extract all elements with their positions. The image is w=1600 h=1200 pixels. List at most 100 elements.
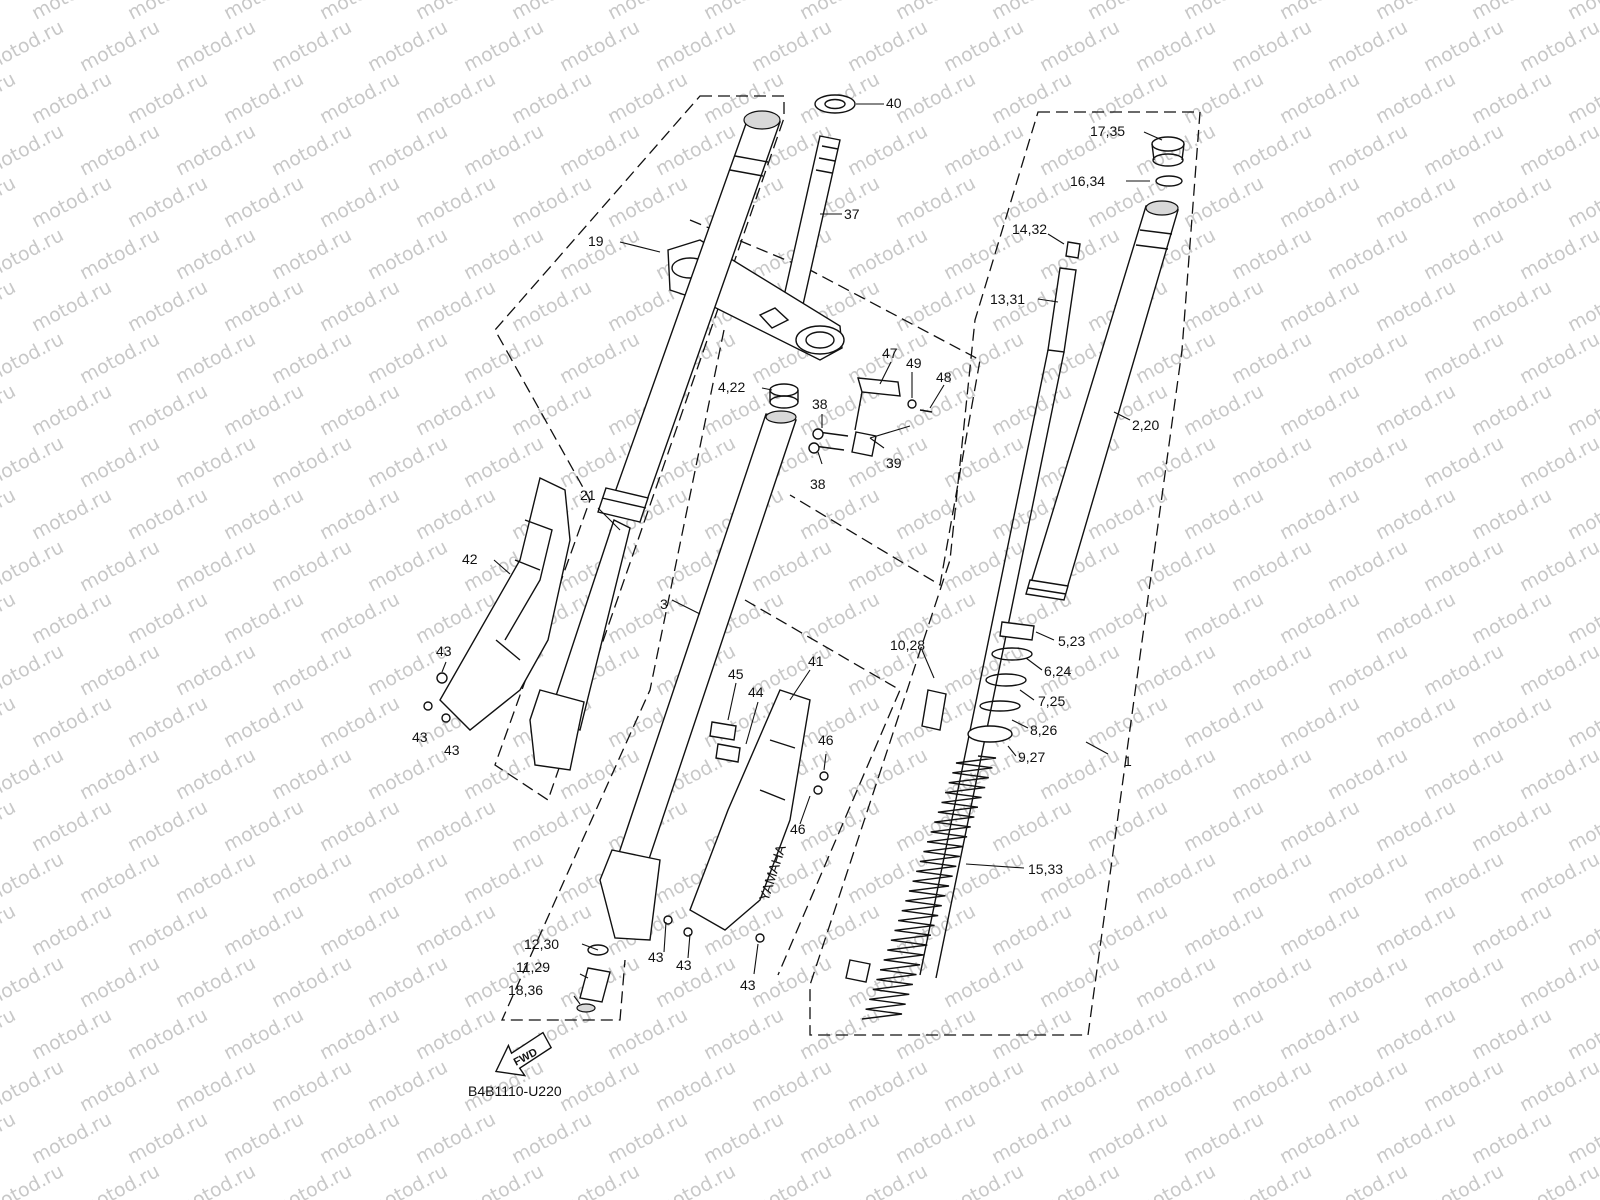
- watermark-text: motod.ru: [604, 1108, 691, 1168]
- watermark-text: motod.ru: [700, 0, 787, 24]
- watermark-text: motod.ru: [1468, 380, 1555, 440]
- callout-1: 1: [1124, 753, 1132, 769]
- watermark-text: motod.ru: [268, 328, 355, 388]
- callout-46-bottom: 46: [790, 821, 806, 837]
- watermark-text: motod.ru: [1564, 172, 1600, 232]
- watermark-text: motod.ru: [1036, 1160, 1123, 1200]
- watermark-text: motod.ru: [1564, 900, 1600, 960]
- watermark-text: motod.ru: [1228, 224, 1315, 284]
- watermark-text: motod.ru: [1516, 16, 1600, 76]
- callout-38-bottom: 38: [810, 476, 826, 492]
- watermark-text: motod.ru: [1132, 328, 1219, 388]
- watermark-text: motod.ru: [28, 380, 115, 440]
- bracket-hardware: [808, 377, 933, 457]
- callout-3: 3: [660, 596, 668, 612]
- watermark-text: motod.ru: [1516, 848, 1600, 908]
- watermark-text: motod.ru: [1468, 276, 1555, 336]
- callout-13-31: 13,31: [990, 291, 1025, 307]
- watermark-text: motod.ru: [1180, 588, 1267, 648]
- callout-43-bottom-2: 43: [676, 957, 692, 973]
- watermark-text: motod.ru: [0, 692, 19, 752]
- watermark-text: motod.ru: [0, 172, 19, 232]
- watermark-text: motod.ru: [316, 68, 403, 128]
- watermark-text: motod.ru: [0, 900, 19, 960]
- watermark-text: motod.ru: [124, 68, 211, 128]
- watermark-text: motod.ru: [604, 0, 691, 24]
- watermark-text: motod.ru: [1324, 328, 1411, 388]
- watermark-text: motod.ru: [1372, 172, 1459, 232]
- callout-40: 40: [886, 95, 902, 111]
- watermark-text: motod.ru: [1132, 744, 1219, 804]
- watermark-text: motod.ru: [1276, 68, 1363, 128]
- watermark-text: motod.ru: [1276, 900, 1363, 960]
- watermark-text: motod.ru: [0, 68, 19, 128]
- watermark-text: motod.ru: [460, 432, 547, 492]
- watermark-text: motod.ru: [364, 1056, 451, 1116]
- watermark-text: motod.ru: [796, 1108, 883, 1168]
- watermark-text: motod.ru: [1516, 536, 1600, 596]
- watermark-text: motod.ru: [28, 172, 115, 232]
- watermark-text: motod.ru: [796, 900, 883, 960]
- watermark-text: motod.ru: [0, 588, 19, 648]
- watermark-text: motod.ru: [1228, 432, 1315, 492]
- watermark-text: motod.ru: [748, 16, 835, 76]
- watermark-text: motod.ru: [556, 1160, 643, 1200]
- watermark-text: motod.ru: [1228, 744, 1315, 804]
- watermark-text: motod.ru: [700, 1004, 787, 1064]
- watermark-text: motod.ru: [460, 16, 547, 76]
- watermark-text: motod.ru: [1228, 1160, 1315, 1200]
- watermark-text: motod.ru: [124, 588, 211, 648]
- watermark-text: motod.ru: [748, 1160, 835, 1200]
- watermark-text: motod.ru: [988, 68, 1075, 128]
- watermark-text: motod.ru: [1516, 1160, 1600, 1200]
- watermark-text: motod.ru: [364, 432, 451, 492]
- watermark-text: motod.ru: [220, 0, 307, 24]
- watermark-text: motod.ru: [1468, 68, 1555, 128]
- watermark-text: motod.ru: [28, 1004, 115, 1064]
- watermark-text: motod.ru: [1420, 848, 1507, 908]
- watermark-text: motod.ru: [364, 952, 451, 1012]
- watermark-text: motod.ru: [1228, 848, 1315, 908]
- left-fork: [423, 110, 781, 771]
- watermark-text: motod.ru: [76, 640, 163, 700]
- watermark-text: motod.ru: [1180, 900, 1267, 960]
- watermark-text: motod.ru: [1564, 1108, 1600, 1168]
- callout-18-36: 18,36: [508, 982, 543, 998]
- watermark-text: motod.ru: [892, 1004, 979, 1064]
- watermark-text: motod.ru: [1564, 796, 1600, 856]
- watermark-text: motod.ru: [652, 16, 739, 76]
- watermark-text: motod.ru: [892, 0, 979, 24]
- watermark-text: motod.ru: [1036, 224, 1123, 284]
- watermark-text: motod.ru: [28, 484, 115, 544]
- watermark-text: motod.ru: [364, 1160, 451, 1200]
- watermark-text: motod.ru: [556, 328, 643, 388]
- watermark-text: motod.ru: [988, 796, 1075, 856]
- watermark-text: motod.ru: [1084, 1004, 1171, 1064]
- callout-48: 48: [936, 369, 952, 385]
- watermark-text: motod.ru: [1372, 692, 1459, 752]
- watermark-text: motod.ru: [364, 328, 451, 388]
- watermark-text: motod.ru: [0, 640, 67, 700]
- diagram-code: B4B1110-U220: [468, 1083, 562, 1099]
- watermark-text: motod.ru: [844, 120, 931, 180]
- watermark-text: motod.ru: [0, 432, 67, 492]
- watermark-text: motod.ru: [364, 224, 451, 284]
- watermark-text: motod.ru: [556, 16, 643, 76]
- watermark-text: motod.ru: [940, 328, 1027, 388]
- watermark-text: motod.ru: [0, 536, 67, 596]
- callout-6-24: 6,24: [1044, 663, 1071, 679]
- watermark-text: motod.ru: [940, 952, 1027, 1012]
- watermark-text: motod.ru: [556, 1056, 643, 1116]
- watermark-text: motod.ru: [1180, 380, 1267, 440]
- watermark-text: motod.ru: [268, 16, 355, 76]
- callout-44: 44: [748, 684, 764, 700]
- watermark-text: motod.ru: [1132, 848, 1219, 908]
- watermark-text: motod.ru: [172, 640, 259, 700]
- watermark-text: motod.ru: [412, 68, 499, 128]
- watermark-text: motod.ru: [1564, 588, 1600, 648]
- watermark-text: motod.ru: [1564, 484, 1600, 544]
- watermark-text: motod.ru: [508, 796, 595, 856]
- watermark-text: motod.ru: [220, 68, 307, 128]
- callout-43-bottom-1: 43: [648, 949, 664, 965]
- watermark-text: motod.ru: [940, 1056, 1027, 1116]
